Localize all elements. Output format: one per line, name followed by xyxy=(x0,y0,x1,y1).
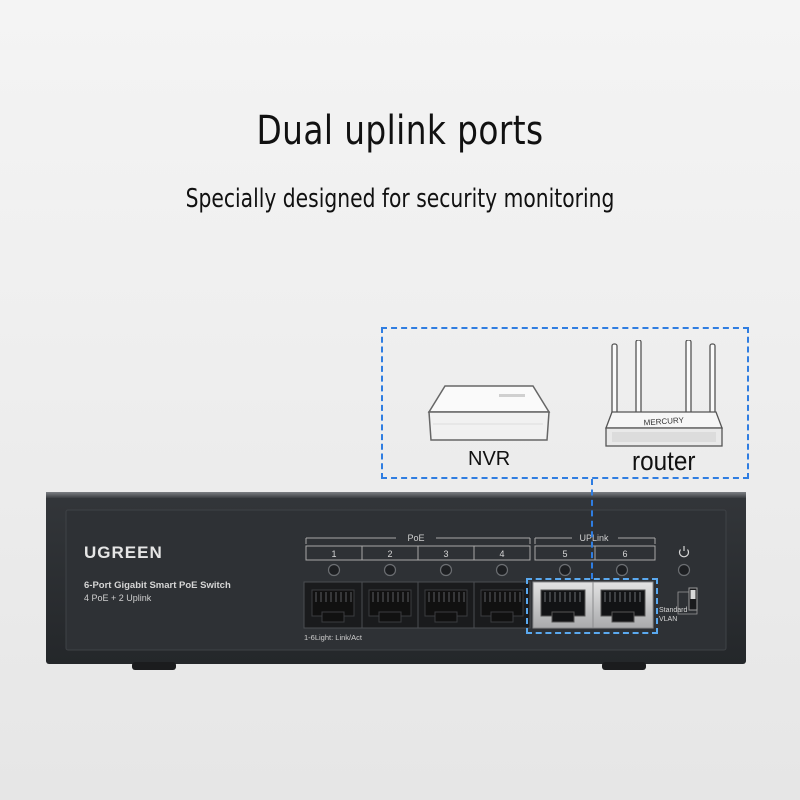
uplink-connector-line xyxy=(591,479,593,579)
router-icon: MERCURY xyxy=(605,340,723,447)
port-led-4 xyxy=(495,563,509,577)
uplink-group-label: UPLink xyxy=(579,533,609,543)
subline: Specially designed for security monitori… xyxy=(185,184,615,214)
rj45-port-6[interactable] xyxy=(592,581,654,629)
uplink-ports-highlight xyxy=(526,578,658,634)
poe-switch: UGREEN 6-Port Gigabit Smart PoE Switch 4… xyxy=(46,492,746,670)
rj45-port-3[interactable] xyxy=(417,581,475,629)
dip-label-standard: Standard xyxy=(659,607,688,614)
port-number-5: 5 xyxy=(562,549,567,559)
port-number-6: 6 xyxy=(622,549,627,559)
light-legend: 1-6Light: Link/Act xyxy=(304,633,363,642)
port-number-1: 1 xyxy=(331,549,336,559)
headline: Dual uplink ports xyxy=(256,108,544,154)
port-led-3 xyxy=(439,563,453,577)
model-name: 6-Port Gigabit Smart PoE Switch xyxy=(84,580,231,591)
rj45-port-5[interactable] xyxy=(532,581,594,629)
nvr-label: NVR xyxy=(468,448,511,470)
router-label: router xyxy=(632,446,696,476)
port-number-2: 2 xyxy=(387,549,392,559)
power-icon xyxy=(678,546,690,558)
power-led xyxy=(677,563,691,577)
router-brand-text: MERCURY xyxy=(643,416,684,428)
model-spec: 4 PoE + 2 Uplink xyxy=(84,593,152,603)
port-number-4: 4 xyxy=(499,549,504,559)
rj45-port-1[interactable] xyxy=(303,581,363,629)
port-led-2 xyxy=(383,563,397,577)
port-number-3: 3 xyxy=(443,549,448,559)
dip-label-vlan: VLAN xyxy=(659,616,677,623)
rj45-port-2[interactable] xyxy=(361,581,419,629)
nvr-icon xyxy=(427,385,551,441)
vlan-dip-switch[interactable] xyxy=(688,587,698,611)
port-led-6 xyxy=(615,563,629,577)
port-led-5 xyxy=(558,563,572,577)
port-led-1 xyxy=(327,563,341,577)
poe-group-label: PoE xyxy=(407,533,424,543)
brand-logo: UGREEN xyxy=(84,543,163,562)
connected-devices-frame xyxy=(381,327,749,479)
rj45-port-4[interactable] xyxy=(473,581,531,629)
